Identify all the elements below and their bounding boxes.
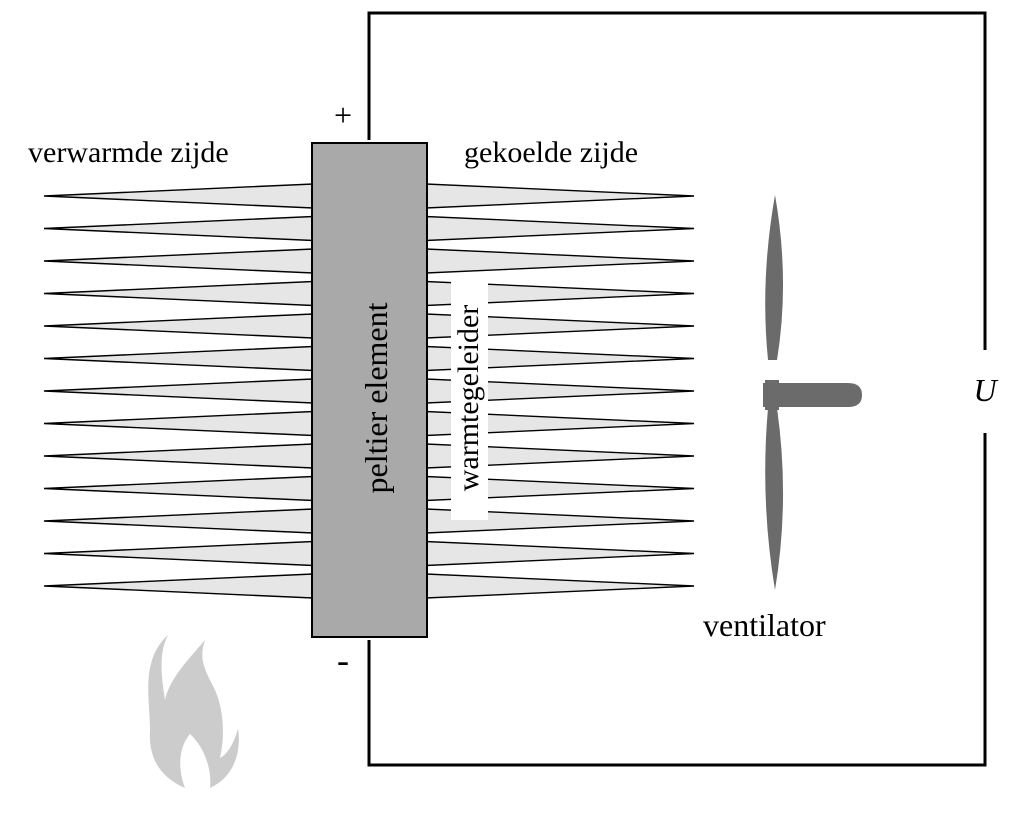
heated-fin	[43, 183, 314, 209]
cooled-fin	[425, 248, 695, 274]
peltier-element-label: peltier element	[358, 302, 394, 493]
circuit-wire	[367, 11, 987, 767]
cooled-fin	[425, 573, 695, 599]
fan-label: ventilator	[703, 607, 826, 643]
heat-conductor-label: warmtegeleider	[452, 305, 485, 492]
heated-fin	[43, 475, 314, 502]
heated-fin	[43, 313, 314, 339]
cooled-fin	[425, 215, 695, 242]
heated-fin	[43, 540, 314, 567]
voltage-label: U	[973, 372, 998, 408]
cooled-fin	[425, 183, 695, 209]
heat-conductor-label-bg	[451, 276, 488, 520]
heated-fin	[43, 280, 314, 307]
flame-icon	[148, 635, 239, 788]
heated-fin	[43, 215, 314, 242]
heated-fin	[43, 345, 314, 372]
minus-terminal-label: -	[337, 640, 349, 680]
plus-terminal-label: +	[334, 97, 352, 133]
heated-side-fins	[43, 183, 314, 599]
heated-side-label: verwarmde zijde	[28, 136, 229, 169]
cooled-fin	[425, 540, 695, 567]
heated-fin	[43, 443, 314, 469]
heated-fin	[43, 378, 314, 404]
cooled-side-label: gekoelde zijde	[464, 136, 638, 169]
cooled-side-fins	[425, 183, 695, 599]
heated-fin	[43, 508, 314, 534]
heated-fin	[43, 410, 314, 437]
peltier-element	[311, 142, 428, 638]
heated-fin	[43, 248, 314, 274]
heated-fin	[43, 573, 314, 599]
fan-icon	[763, 195, 862, 590]
